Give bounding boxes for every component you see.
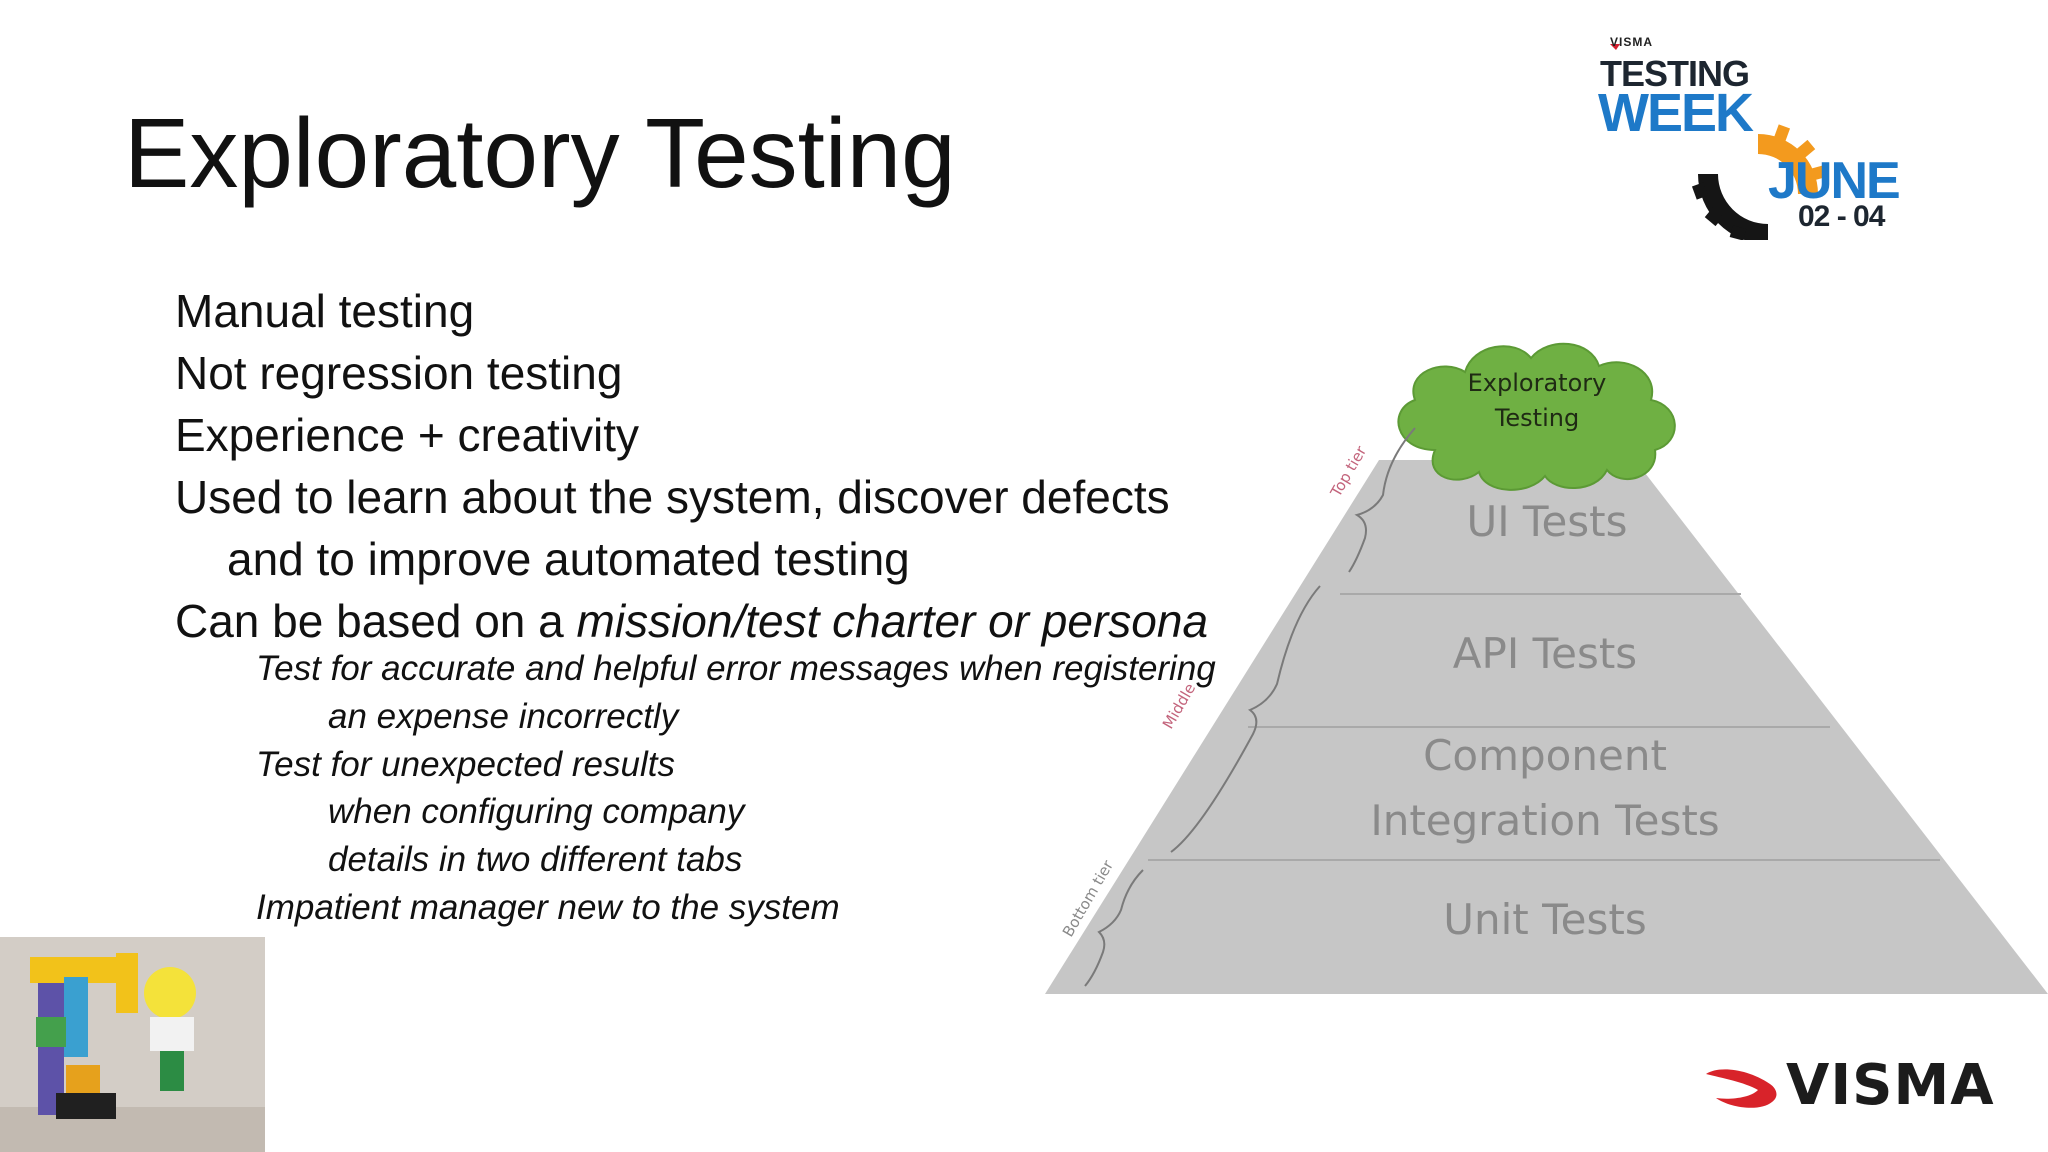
testing-week-brand: VISMA — [1610, 35, 1654, 49]
testing-week-gear-graphic — [1610, 44, 1827, 240]
slide-title: Exploratory Testing — [124, 98, 956, 208]
sub-bullet-unexpected-cont2: details in two different tabs — [328, 840, 743, 880]
bullet-used-to-learn: Used to learn about the system, discover… — [175, 471, 1170, 523]
visma-logo-wordmark: VISMA — [1786, 1053, 1995, 1118]
sub-bullet-error-messages-cont: an expense incorrectly — [328, 696, 679, 736]
testing-week-line1: TESTING — [1600, 53, 1750, 94]
cloud-label-line2: Testing — [1494, 404, 1579, 432]
bullet-charter-prefix: Can be based on a — [175, 595, 577, 647]
testing-week-dates: 02 - 04 — [1798, 200, 1885, 233]
pyramid-level-integration: Integration Tests — [1370, 796, 1719, 845]
bullet-charter: Can be based on a mission/test charter o… — [175, 590, 1208, 652]
tier-label-middle: Middle — [1159, 680, 1199, 732]
pyramid-level-api: API Tests — [1453, 629, 1637, 678]
pyramid-level-component: Component — [1423, 731, 1667, 780]
sub-bullet-unexpected-cont1: when configuring company — [328, 792, 745, 832]
pyramid-level-unit: Unit Tests — [1443, 895, 1646, 944]
exploratory-cloud — [1397, 342, 1676, 491]
pyramid-level-ui: UI Tests — [1466, 497, 1627, 546]
tier-braces — [1084, 427, 1416, 987]
pyramid-dividers — [1148, 593, 1940, 861]
test-pyramid-diagram: Exploratory Testing UI Tests API Tests C… — [1045, 342, 2048, 994]
sub-bullet-list: Test for accurate and helpful error mess… — [256, 645, 1216, 932]
lego-figure-photo — [0, 937, 265, 1152]
testing-week-month: JUNE — [1768, 152, 1901, 210]
visma-swoosh-icon — [1706, 1069, 1777, 1108]
sub-bullet-persona: Impatient manager new to the system — [256, 887, 840, 927]
bullet-list: Manual testing Not regression testing Ex… — [175, 280, 1208, 652]
testing-week-line2: WEEK — [1598, 83, 1754, 143]
bullet-charter-emphasis: mission/test charter or persona — [576, 595, 1209, 647]
bullet-not-regression: Not regression testing — [175, 347, 623, 399]
sub-bullet-error-messages: Test for accurate and helpful error mess… — [256, 649, 1216, 688]
bullet-experience: Experience + creativity — [175, 409, 640, 461]
sub-bullet-unexpected: Test for unexpected results — [256, 744, 675, 784]
bullet-used-to-learn-cont: and to improve automated testing — [227, 533, 910, 585]
cloud-label-line1: Exploratory — [1468, 369, 1607, 397]
bullet-manual-testing: Manual testing — [175, 285, 475, 337]
